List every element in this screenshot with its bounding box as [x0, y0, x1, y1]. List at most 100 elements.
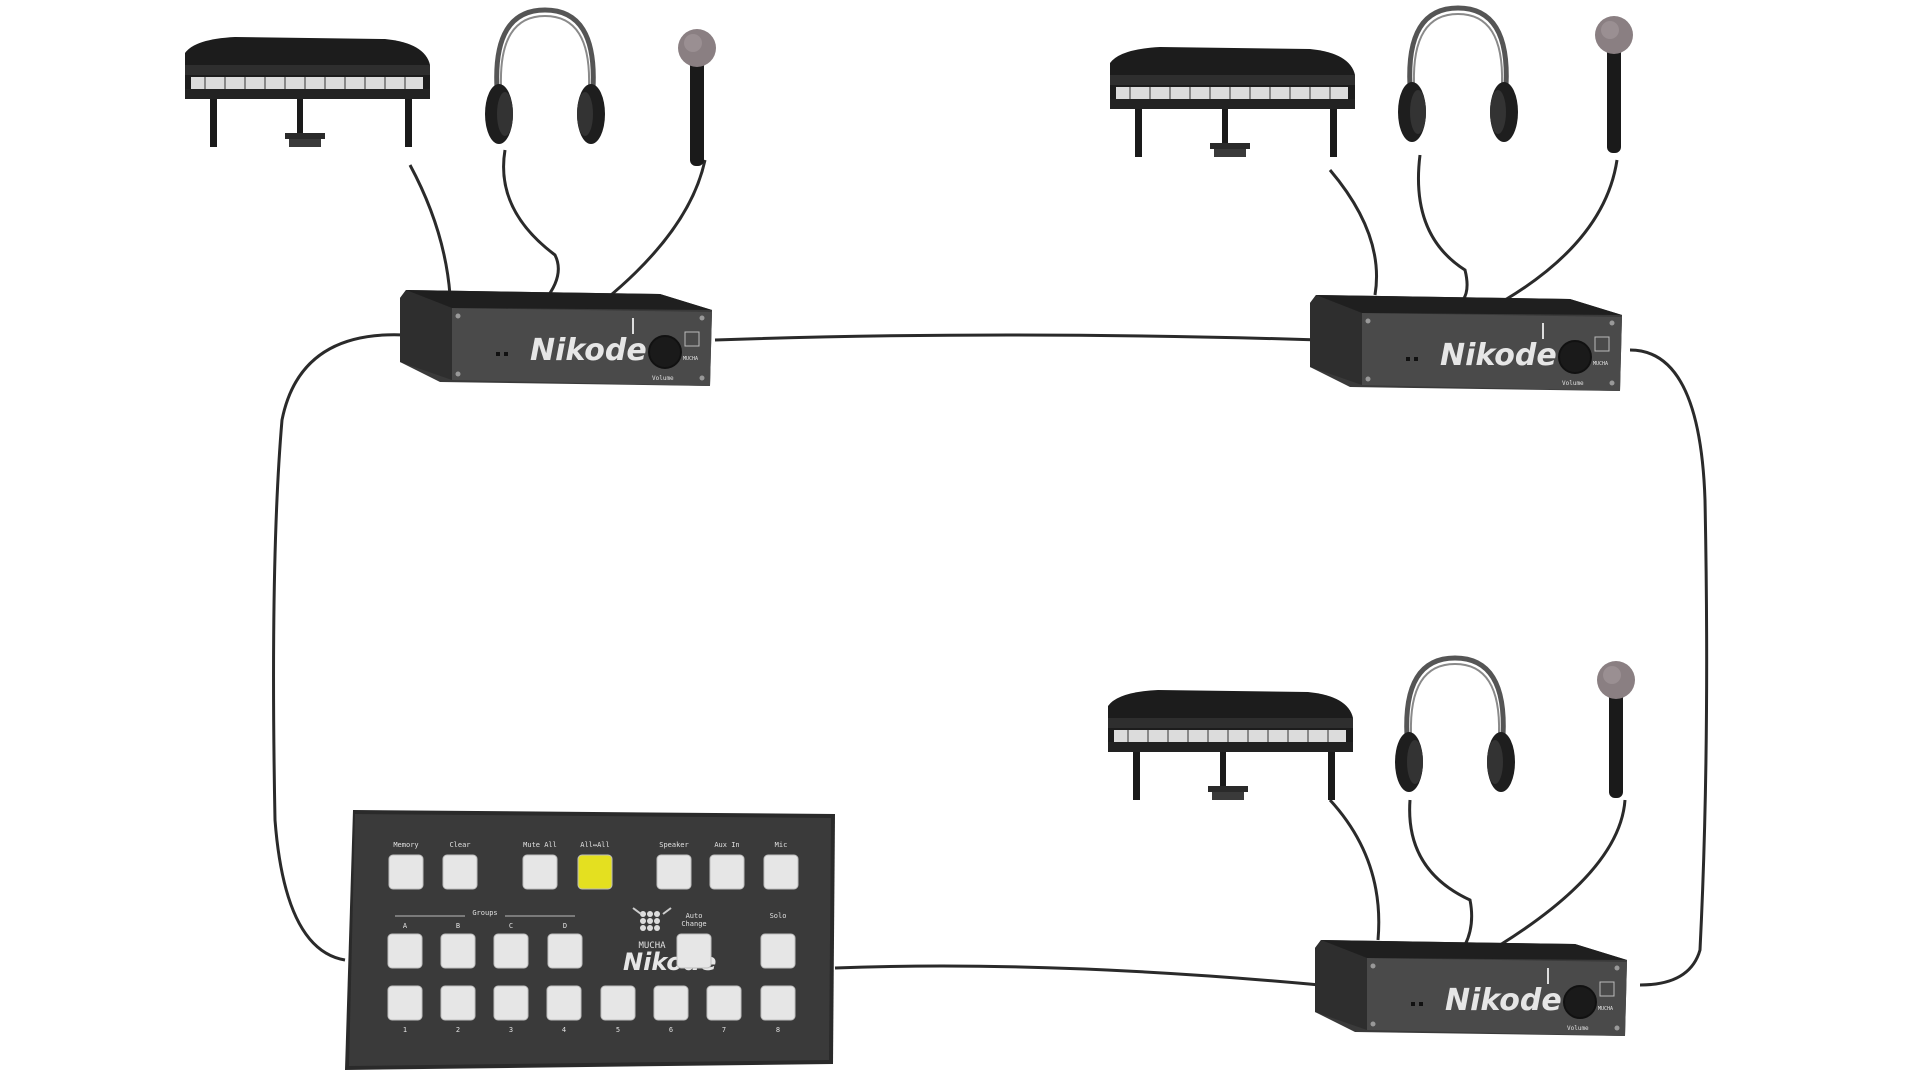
audio-cable: [272, 333, 406, 962]
audio-cable: [604, 159, 707, 302]
audio-cable: [1408, 799, 1474, 946]
screw-icon: [1370, 963, 1376, 969]
group-button[interactable]: [387, 933, 423, 969]
solo-button[interactable]: [760, 933, 796, 969]
screw-icon: [699, 375, 705, 381]
student-number-label: 7: [722, 1026, 726, 1034]
volume-label: Volume: [1562, 380, 1584, 387]
screw-icon: [1365, 376, 1371, 382]
auto-change-label: Auto: [686, 912, 703, 920]
student-number-button[interactable]: [440, 985, 476, 1021]
cable-layer: [272, 149, 1709, 987]
volume-knob[interactable]: [648, 335, 682, 369]
headphones-icon: [485, 10, 605, 144]
student-number-button[interactable]: [706, 985, 742, 1021]
grand-piano-icon: [184, 36, 431, 148]
audio-cable: [502, 149, 560, 301]
top-button-label: All↔All: [580, 841, 610, 849]
student-number-label: 4: [562, 1026, 566, 1034]
student-number-label: 8: [776, 1026, 780, 1034]
top-function-button[interactable]: [577, 854, 613, 890]
screw-icon: [1609, 380, 1615, 386]
top-button-label: Mic: [775, 841, 788, 849]
mucha-logo-icon: [684, 331, 700, 347]
group-button[interactable]: [547, 933, 583, 969]
mucha-logo-text: MUCHA: [1598, 1006, 1613, 1012]
audio-cable: [408, 164, 452, 296]
grand-piano-icon: [1107, 689, 1354, 801]
student-number-button[interactable]: [493, 985, 529, 1021]
mucha-logo-icon: [1594, 336, 1610, 352]
group-button[interactable]: [493, 933, 529, 969]
top-function-button[interactable]: [522, 854, 558, 890]
teacher-controller: Memory Clear Mute All All↔All Speaker Aux In M…: [345, 810, 835, 1070]
student-number-label: 2: [456, 1026, 460, 1034]
top-button-label: Mute All: [523, 841, 557, 849]
top-function-button[interactable]: [763, 854, 799, 890]
group-button-label: A: [403, 922, 408, 930]
group-button-label: C: [509, 922, 513, 930]
microphone-icon: [1597, 661, 1635, 798]
top-function-button[interactable]: [656, 854, 692, 890]
student-number-button[interactable]: [600, 985, 636, 1021]
microphone-icon: [678, 29, 716, 166]
screw-icon: [1365, 318, 1371, 324]
top-function-button[interactable]: [442, 854, 478, 890]
student-number-button[interactable]: [653, 985, 689, 1021]
headphones-icon: [1395, 658, 1515, 792]
screw-icon: [1370, 1021, 1376, 1027]
audio-cable: [1416, 154, 1469, 301]
groups-label: Groups: [472, 909, 497, 917]
audio-cable: [1499, 799, 1627, 947]
top-button-label: Speaker: [659, 841, 689, 849]
audio-cable: [714, 333, 1321, 342]
brand-logo: Nikode: [530, 333, 647, 368]
screw-icon: [455, 313, 461, 319]
mucha-logo-icon: [1599, 981, 1615, 997]
audio-cable: [1328, 169, 1379, 296]
screw-icon: [455, 371, 461, 377]
volume-label: Volume: [1567, 1025, 1589, 1032]
audio-cable: [1629, 348, 1709, 987]
student-number-label: 5: [616, 1026, 620, 1034]
mucha-logo-text: MUCHA: [1593, 361, 1608, 367]
volume-knob[interactable]: [1558, 340, 1592, 374]
top-button-label: Aux In: [714, 841, 739, 849]
student-number-label: 3: [509, 1026, 513, 1034]
volume-label: Volume: [652, 375, 674, 382]
screw-icon: [1609, 320, 1615, 326]
grand-piano-icon: [1109, 46, 1356, 158]
top-button-label: Memory: [393, 841, 418, 849]
audio-cable: [834, 964, 1321, 987]
solo-label: Solo: [770, 912, 787, 920]
brand-logo: Nikode: [1440, 338, 1557, 373]
headphones-icon: [1398, 8, 1518, 142]
mucha-logo-text: MUCHA: [638, 941, 666, 951]
audio-cable: [1504, 159, 1619, 302]
student-number-button[interactable]: [387, 985, 423, 1021]
auto-change-button[interactable]: [676, 933, 712, 969]
screw-icon: [699, 315, 705, 321]
top-function-button[interactable]: [388, 854, 424, 890]
student-number-label: 1: [403, 1026, 407, 1034]
audio-cable: [1328, 798, 1381, 941]
mucha-logo-icon: [632, 907, 672, 931]
brand-logo: Nikode: [1445, 983, 1562, 1018]
mucha-logo-text: MUCHA: [683, 356, 698, 362]
screw-icon: [1614, 1025, 1620, 1031]
group-button-label: B: [456, 922, 460, 930]
top-function-button[interactable]: [709, 854, 745, 890]
top-button-label: Clear: [449, 841, 470, 849]
volume-knob[interactable]: [1563, 985, 1597, 1019]
group-button-label: D: [563, 922, 567, 930]
group-button[interactable]: [440, 933, 476, 969]
student-number-button[interactable]: [760, 985, 796, 1021]
student-number-button[interactable]: [546, 985, 582, 1021]
